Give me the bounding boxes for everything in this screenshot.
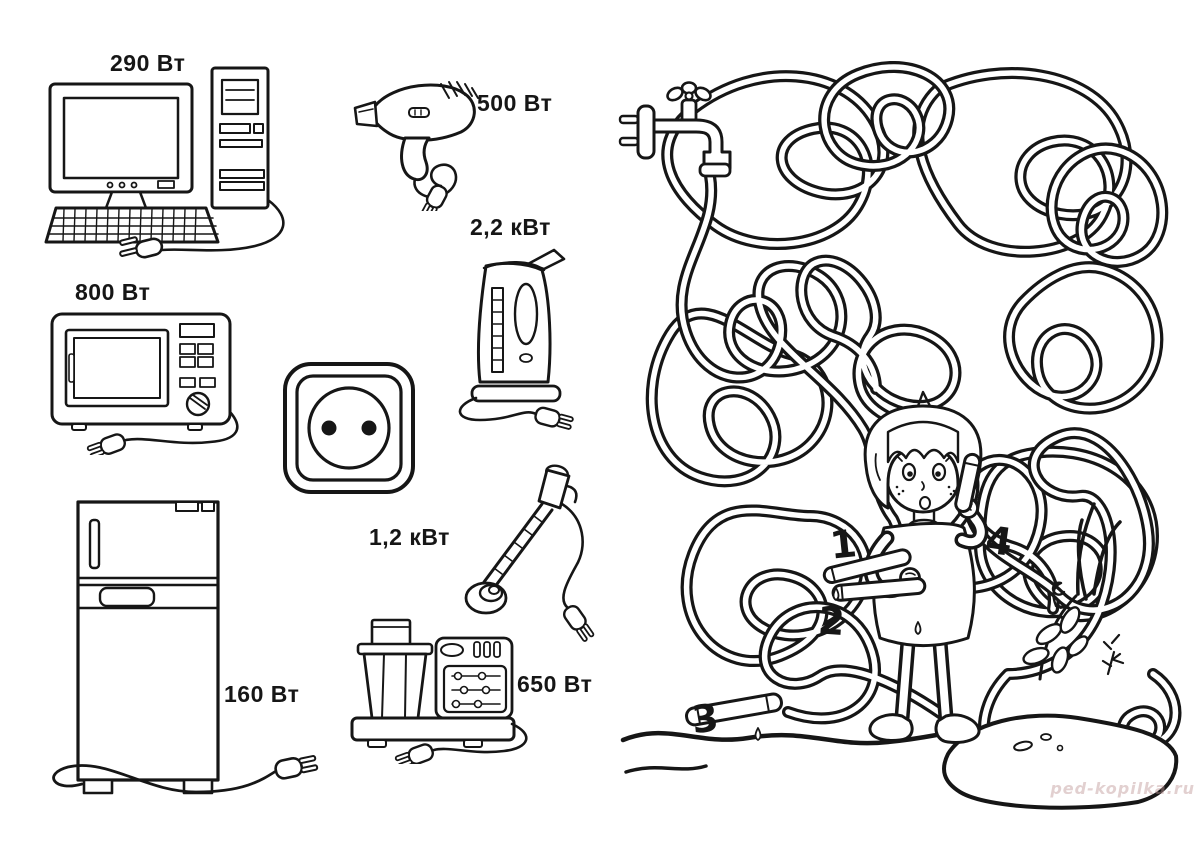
ground (620, 713, 1179, 810)
hair-dryer-cord (413, 163, 458, 199)
immersion-heater-power-label: 1,2 кВт (369, 524, 450, 550)
kettle-icon[interactable] (450, 236, 585, 436)
computer-icon[interactable] (40, 58, 320, 268)
water-tap-icon (618, 81, 732, 178)
refrigerator-cord (52, 764, 278, 794)
cord-number-2[interactable]: 2 (817, 598, 846, 644)
food-processor-icon[interactable] (346, 614, 546, 764)
cord-end-3[interactable] (685, 692, 783, 727)
tendril (1051, 581, 1066, 608)
microwave-icon[interactable] (46, 300, 246, 455)
computer-plug-icon (119, 236, 164, 259)
girl-shoe-right (934, 713, 981, 744)
immersion-heater-cord (560, 502, 584, 610)
hair-dryer-plug-icon (420, 184, 448, 211)
socket-hole-left (321, 420, 337, 436)
kettle-cord (458, 396, 538, 422)
refrigerator-plug-icon (274, 755, 319, 780)
microwave-cord (124, 410, 239, 445)
plants (1022, 502, 1125, 681)
refrigerator-icon[interactable] (26, 490, 321, 805)
food-processor-plug-icon (394, 743, 434, 764)
cord-maze[interactable]: 1 2 3 4 (608, 34, 1194, 814)
microwave-plug-icon (86, 433, 126, 455)
droplet (754, 727, 762, 741)
food-processor-cord (432, 722, 528, 754)
hair-dryer-power-label: 500 Вт (477, 90, 553, 116)
cord-end-1[interactable] (822, 548, 912, 585)
hair-dryer-icon[interactable] (345, 66, 495, 211)
socket-hole-right (361, 420, 377, 436)
girl-fringe (886, 420, 960, 464)
droplet (914, 621, 922, 635)
computer-cord (160, 198, 285, 252)
rock-mound (942, 713, 1179, 810)
cord-number-1[interactable]: 1 (828, 521, 859, 568)
cord-number-4[interactable]: 4 (983, 518, 1015, 565)
food-processor-power-label: 650 Вт (517, 671, 593, 697)
cord-end-4[interactable] (954, 452, 982, 513)
computer-power-label: 290 Вт (110, 50, 186, 76)
kettle-plug-icon (534, 406, 574, 430)
refrigerator-power-label: 160 Вт (224, 681, 300, 707)
microwave-power-label: 800 Вт (75, 279, 151, 305)
girl-shoe-left (868, 713, 914, 742)
kettle-power-label: 2,2 кВт (470, 214, 551, 240)
immersion-heater-icon[interactable] (436, 460, 611, 645)
wall-socket-icon[interactable] (280, 360, 418, 496)
cord-number-3[interactable]: 3 (690, 696, 721, 743)
droplet (832, 587, 840, 601)
immersion-heater-plug-icon (562, 604, 595, 642)
watermark: ped-kopilka.ru (1050, 779, 1195, 798)
